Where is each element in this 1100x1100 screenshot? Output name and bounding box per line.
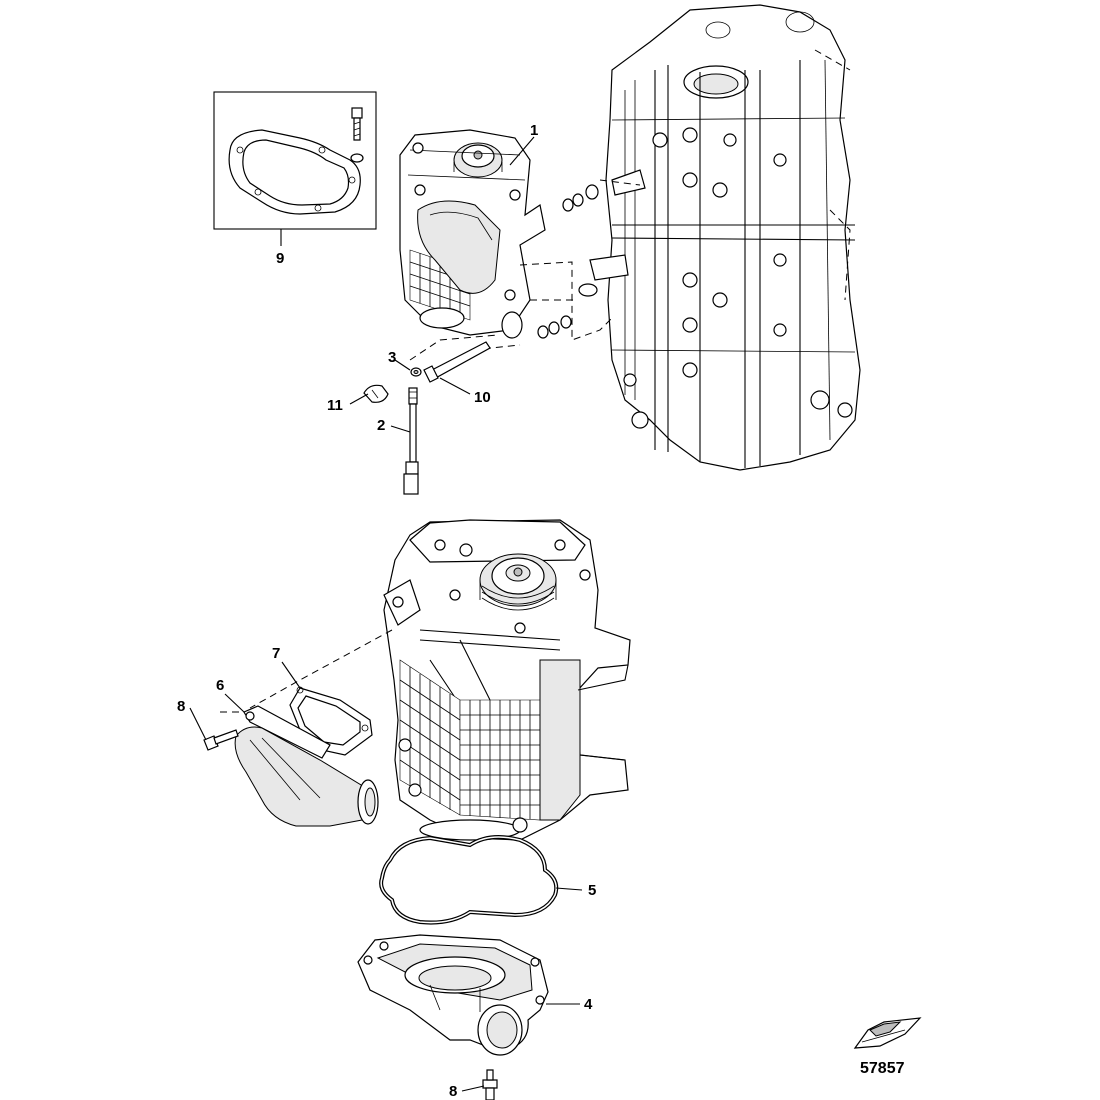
engine-block	[578, 4, 861, 471]
supercharger-assembly-small	[399, 129, 546, 339]
callout-6: 6	[216, 677, 224, 694]
sensor	[403, 387, 419, 495]
o-ring-pair-lower	[537, 315, 572, 339]
outlet-housing	[357, 934, 549, 1056]
callout-7: 7	[272, 645, 280, 662]
bolt	[423, 341, 491, 383]
callout-9: 9	[276, 250, 284, 267]
callout-3: 3	[388, 349, 396, 366]
o-ring-seal	[379, 834, 559, 925]
large-grid	[399, 659, 541, 821]
callout-1: 1	[530, 122, 538, 139]
figure-id: 57857	[860, 1060, 905, 1077]
clip	[363, 384, 389, 403]
gasket-kit-box	[213, 91, 377, 230]
callout-5: 5	[588, 882, 596, 899]
leader-lines	[189, 136, 583, 1092]
bolt-lower	[482, 1069, 498, 1100]
bolt-upper	[203, 729, 239, 751]
callout-8a: 8	[177, 698, 185, 715]
supercharger-assembly-large	[383, 519, 631, 841]
o-ring-pair-upper	[562, 184, 599, 212]
leader-dash-d	[471, 344, 521, 351]
intake-duct	[234, 705, 379, 827]
callout-8b: 8	[449, 1083, 457, 1100]
boat-logo	[853, 1017, 922, 1049]
callout-4: 4	[584, 996, 593, 1013]
leader-dash-c	[409, 334, 499, 361]
callout-10: 10	[474, 389, 491, 406]
washer	[410, 367, 422, 377]
callout-2: 2	[377, 417, 385, 434]
callout-11: 11	[327, 397, 343, 414]
